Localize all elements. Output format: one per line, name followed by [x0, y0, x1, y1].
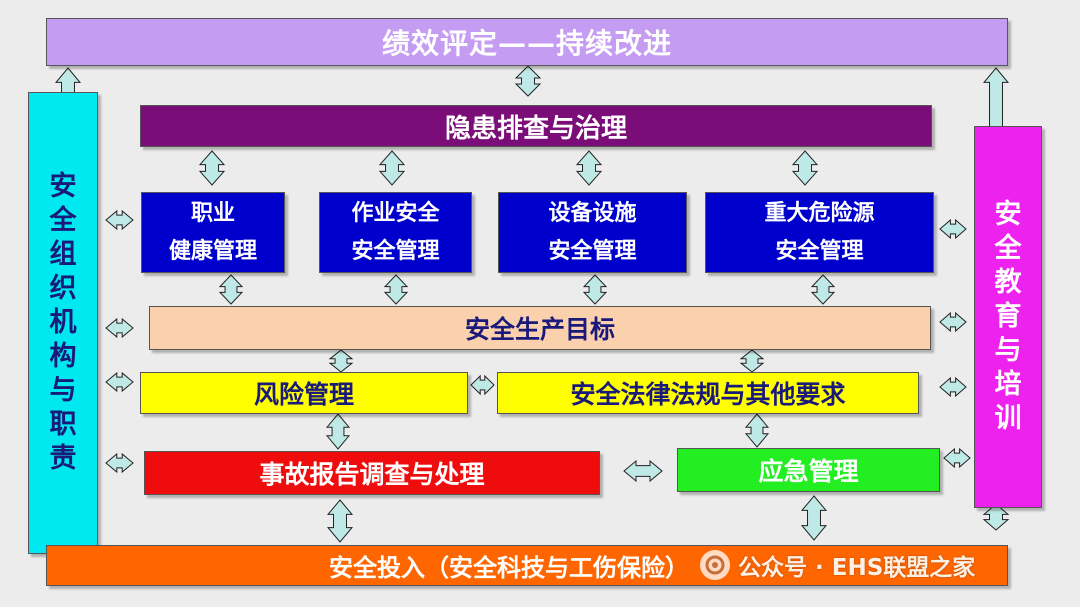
double-arrow-icon [739, 349, 765, 373]
major-hazard-line2: 安全管理 [775, 238, 864, 264]
double-arrow-icon [325, 413, 351, 450]
safety-investment-bar: 安全投入（安全科技与工伤保险） [46, 545, 1008, 586]
safety-organization-bar: 安全组织机构与职责 [28, 92, 98, 554]
laws-regulations-box: 安全法律法规与其他要求 [497, 372, 919, 414]
safety-goals-label: 安全生产目标 [464, 315, 615, 344]
safety-organization-char: 机 [49, 307, 77, 338]
double-arrow-icon [623, 459, 663, 483]
double-arrow-icon [582, 274, 608, 305]
safety-organization-char: 责 [49, 443, 77, 474]
safety-organization-char: 与 [49, 375, 77, 406]
double-arrow-icon [198, 150, 226, 186]
watermark: 公众号 · EHS联盟之家 [700, 548, 975, 582]
risk-management-label: 风险管理 [253, 380, 354, 409]
safety-organization-char: 织 [49, 273, 77, 304]
double-arrow-icon [791, 150, 819, 186]
emergency-management-box: 应急管理 [677, 448, 940, 492]
double-arrow-icon [939, 376, 967, 398]
double-arrow-icon [383, 274, 409, 305]
safety-organization-char: 组 [49, 239, 77, 270]
double-arrow-icon [328, 349, 354, 373]
performance-review-bar: 绩效评定——持续改进 [46, 18, 1008, 66]
safety-organization-char: 职 [49, 409, 77, 440]
safety-goals-bar: 安全生产目标 [149, 306, 931, 350]
laws-regulations-label: 安全法律法规与其他要求 [570, 380, 846, 409]
double-arrow-icon [105, 209, 134, 231]
safety-education-char: 培 [994, 369, 1022, 400]
work-safety-box: 作业安全 安全管理 [319, 192, 472, 273]
major-hazard-line1: 重大危险源 [764, 200, 875, 226]
work-safety-line1: 作业安全 [351, 200, 440, 226]
safety-organization-char: 全 [49, 205, 77, 236]
safety-organization-char: 构 [49, 341, 77, 372]
wechat-logo-icon [700, 550, 730, 580]
accident-investigation-label: 事故报告调查与处理 [259, 460, 485, 489]
safety-education-char: 育 [994, 301, 1022, 332]
major-hazard-box: 重大危险源 安全管理 [705, 192, 934, 273]
double-arrow-icon [800, 495, 828, 541]
double-arrow-icon [105, 317, 134, 339]
double-arrow-icon [939, 311, 967, 333]
emergency-management-label: 应急管理 [758, 457, 859, 486]
double-arrow-icon [218, 274, 244, 305]
double-arrow-icon [378, 150, 406, 186]
performance-review-label: 绩效评定——持续改进 [381, 27, 672, 60]
hazard-investigation-bar: 隐患排查与治理 [140, 105, 932, 147]
safety-education-char: 教 [994, 267, 1022, 298]
safety-education-char: 与 [994, 335, 1022, 366]
double-arrow-icon [939, 218, 967, 240]
double-arrow-icon [470, 374, 495, 396]
safety-organization-char: 安 [49, 171, 77, 202]
work-safety-line2: 安全管理 [351, 238, 440, 264]
watermark-text: 公众号 · EHS联盟之家 [738, 555, 976, 581]
double-arrow-icon [326, 499, 354, 543]
occupational-health-box: 职业 健康管理 [141, 192, 285, 273]
safety-education-char: 全 [994, 233, 1022, 264]
accident-investigation-box: 事故报告调查与处理 [144, 451, 600, 495]
safety-education-char: 训 [994, 403, 1022, 434]
double-arrow-icon [514, 65, 542, 97]
occupational-health-line1: 职业 [190, 200, 235, 226]
safety-investment-label: 安全投入（安全科技与工伤保险） [329, 554, 689, 582]
equipment-safety-box: 设备设施 安全管理 [498, 192, 687, 273]
equipment-safety-line2: 安全管理 [548, 238, 637, 264]
risk-management-box: 风险管理 [140, 372, 468, 414]
hazard-investigation-label: 隐患排查与治理 [444, 113, 627, 144]
double-arrow-icon [105, 371, 134, 393]
safety-education-bar: 安全教育与培训 [974, 126, 1042, 508]
double-arrow-icon [575, 150, 603, 186]
double-arrow-icon [744, 413, 770, 448]
double-arrow-icon [810, 274, 836, 305]
equipment-safety-line1: 设备设施 [548, 200, 637, 226]
double-arrow-icon [943, 447, 971, 469]
double-arrow-icon [105, 452, 134, 474]
safety-education-char: 安 [994, 199, 1022, 230]
occupational-health-line2: 健康管理 [168, 238, 257, 264]
double-arrow-icon [982, 503, 1010, 531]
